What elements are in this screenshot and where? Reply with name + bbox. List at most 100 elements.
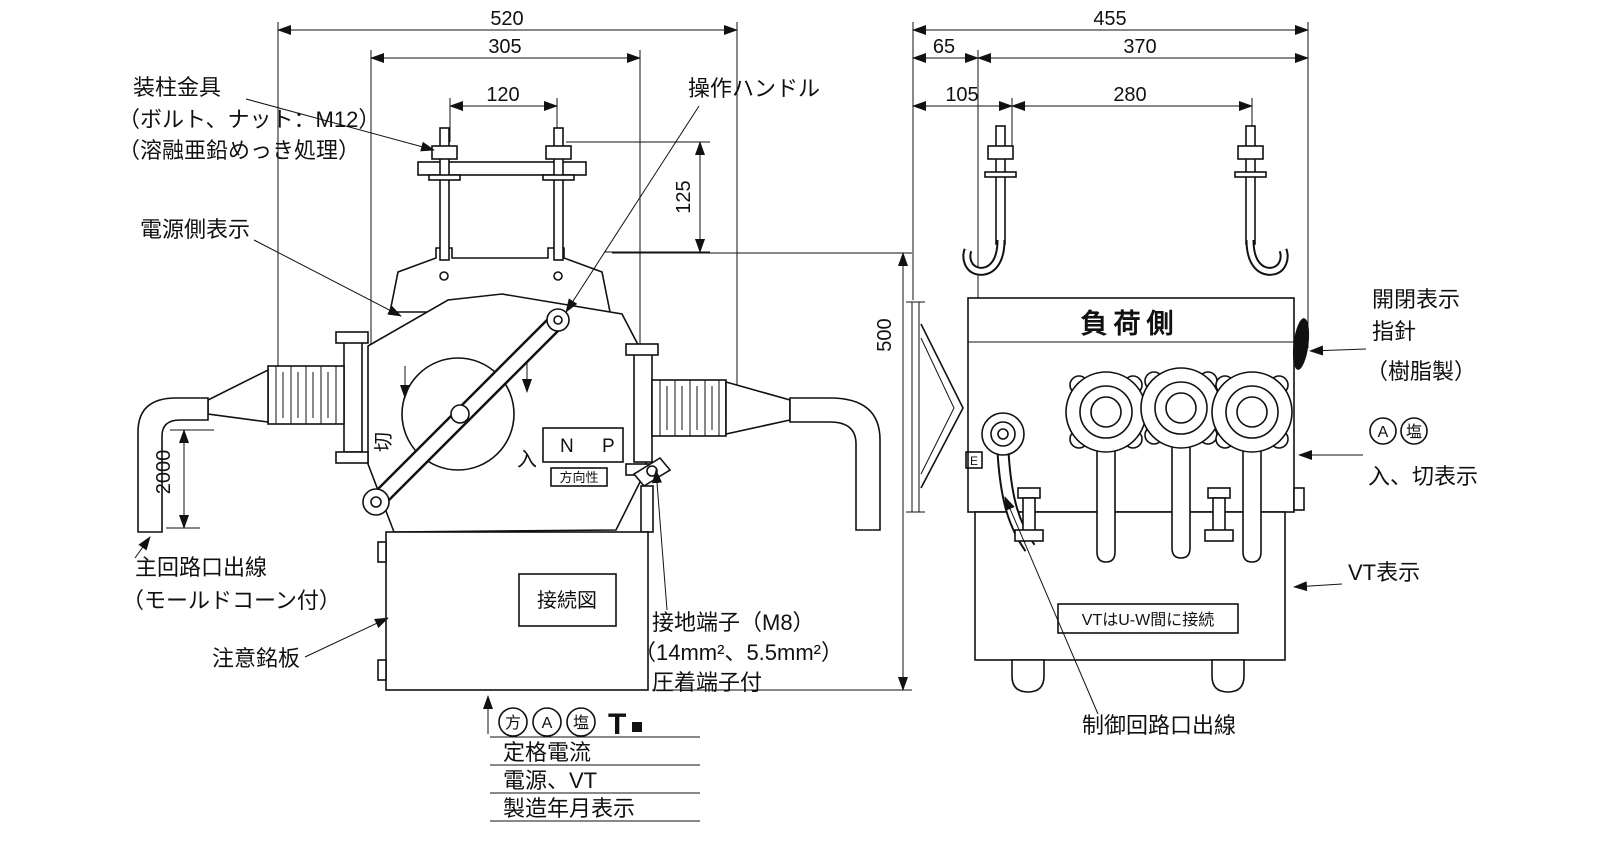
dim-455: 455 [1093, 8, 1126, 30]
nameplate-symbol: 塩 [573, 714, 589, 732]
side-body-tab [1293, 487, 1305, 511]
nameplate-symbol: A [542, 715, 553, 732]
leader-control-lead [1004, 496, 1099, 715]
flange-bolt [335, 451, 369, 464]
front-dimension-lines [166, 22, 912, 691]
dim-65: 65 [933, 36, 955, 58]
dim-305: 305 [488, 36, 521, 58]
flange-left [343, 341, 363, 453]
nameplate-symbol: 方 [505, 714, 521, 732]
side-symbol-a: A [1378, 424, 1389, 441]
leader-main-lead [134, 536, 151, 559]
label-ground-terminal: 接地端子（M8） [652, 610, 815, 635]
label-on-off: 入、切表示 [1368, 464, 1478, 489]
label-source-side: 電源側表示 [140, 217, 250, 242]
foot [1011, 659, 1045, 693]
body-mark-iri: 入 [517, 449, 537, 471]
cable-right [789, 397, 881, 531]
handle-center-pivot [450, 404, 470, 424]
leader-mounting-bracket [245, 98, 435, 152]
operating-handle [362, 308, 570, 516]
front-leader-lines [134, 98, 700, 658]
leader-source-side [253, 239, 402, 317]
bellows-left-ribs [275, 366, 337, 424]
symbol-circle [498, 707, 528, 737]
cone-right [725, 380, 791, 435]
label-load-side: 負荷側 [1081, 309, 1180, 339]
foot [1211, 659, 1245, 693]
label-main-lead-2: （モールドコーン付） [122, 588, 341, 613]
label-vt: VT表示 [1348, 560, 1420, 585]
bushing-flange [1211, 371, 1293, 453]
label-main-lead: 主回路口出線 [135, 555, 267, 580]
leader-handle [565, 105, 700, 313]
dim-2000: 2000 [153, 450, 175, 495]
connection-diagram-box [518, 573, 617, 627]
leader-indicator [1309, 345, 1367, 356]
handle-grip-hole [370, 496, 382, 508]
bolt-nut [431, 145, 458, 160]
dim-105: 105 [945, 84, 978, 106]
flange-bolt [625, 343, 659, 356]
symbol-circle [566, 707, 596, 737]
bushing-flanges [1065, 367, 1293, 453]
bushing-flange [1065, 371, 1147, 453]
nameplate-row-mfg-date: 製造年月表示 [503, 796, 635, 821]
side-leader-lines [1004, 345, 1367, 715]
symbol-circle [1400, 417, 1428, 445]
bushing-flange [1140, 367, 1222, 449]
np-label-p: P [602, 436, 615, 457]
label-caution-plate: 注意銘板 [212, 646, 300, 671]
front-view: 方 A 塩 T 定格電流 電源、VT 製造年月表示 装柱金具 （ボルト、ナット：… [118, 8, 912, 822]
ground-terminal [632, 456, 672, 533]
bolt-washer [428, 174, 461, 181]
nameplate-row-rated-current: 定格電流 [503, 740, 591, 765]
bolt-washer [542, 174, 575, 181]
handle-top-pivot-hole [553, 315, 563, 325]
label-indicator-2: 指針 [1372, 319, 1416, 344]
bolt-nut [545, 145, 572, 160]
dim-280: 280 [1113, 84, 1146, 106]
np-box [542, 427, 624, 463]
bracket-hole [553, 271, 563, 281]
flange-right [633, 353, 653, 463]
e-terminal-mark: E [970, 454, 978, 468]
dim-370: 370 [1123, 36, 1156, 58]
directional-box [550, 467, 608, 487]
pole-band-bar [417, 161, 587, 176]
label-connection-diagram: 接続図 [537, 589, 597, 612]
dim-125: 125 [673, 180, 695, 213]
flange-bolt [335, 331, 369, 344]
np-label-n: N [560, 436, 574, 457]
symbol-circle [1369, 417, 1397, 445]
body-mark-kiri: 切 [373, 432, 395, 452]
label-mounting-bracket-2: （ボルト、ナット：M12） [118, 107, 380, 132]
top-hanger-bracket [389, 247, 611, 313]
dim-500: 500 [874, 318, 896, 351]
label-mounting-bracket-3: （溶融亜鉛めっき処理） [118, 138, 360, 163]
bellows-right [651, 379, 727, 437]
mounting-bolt-right [553, 127, 564, 261]
position-indicator-pointer [1292, 318, 1310, 370]
label-control-lead: 制御回路口出線 [1082, 713, 1236, 738]
side-dimension-lines [912, 22, 1309, 348]
bracket-hole [439, 271, 449, 281]
cable-left [137, 397, 209, 533]
dim-520: 520 [490, 8, 523, 30]
label-vt-note: VTはU-W間に接続 [1082, 611, 1214, 629]
label-operating-handle: 操作ハンドル [688, 76, 820, 101]
label-ground-terminal-2: （14mm²、5.5mm²） [634, 640, 843, 665]
leader-ground-terminal [652, 469, 668, 611]
nameplate-row-power-vt: 電源、VT [503, 768, 597, 793]
vt-note-box [1057, 603, 1239, 634]
handle-top-pivot [546, 308, 570, 332]
hanger-bolts [962, 125, 1289, 276]
nameplate-table: 方 A 塩 T 定格電流 電源、VT 製造年月表示 [483, 695, 700, 822]
pole-bracket [906, 301, 964, 513]
symbol-circle [532, 707, 562, 737]
leader-caution-plate [304, 617, 389, 658]
e-terminal-box [965, 451, 983, 469]
lower-box-tab [377, 541, 387, 563]
